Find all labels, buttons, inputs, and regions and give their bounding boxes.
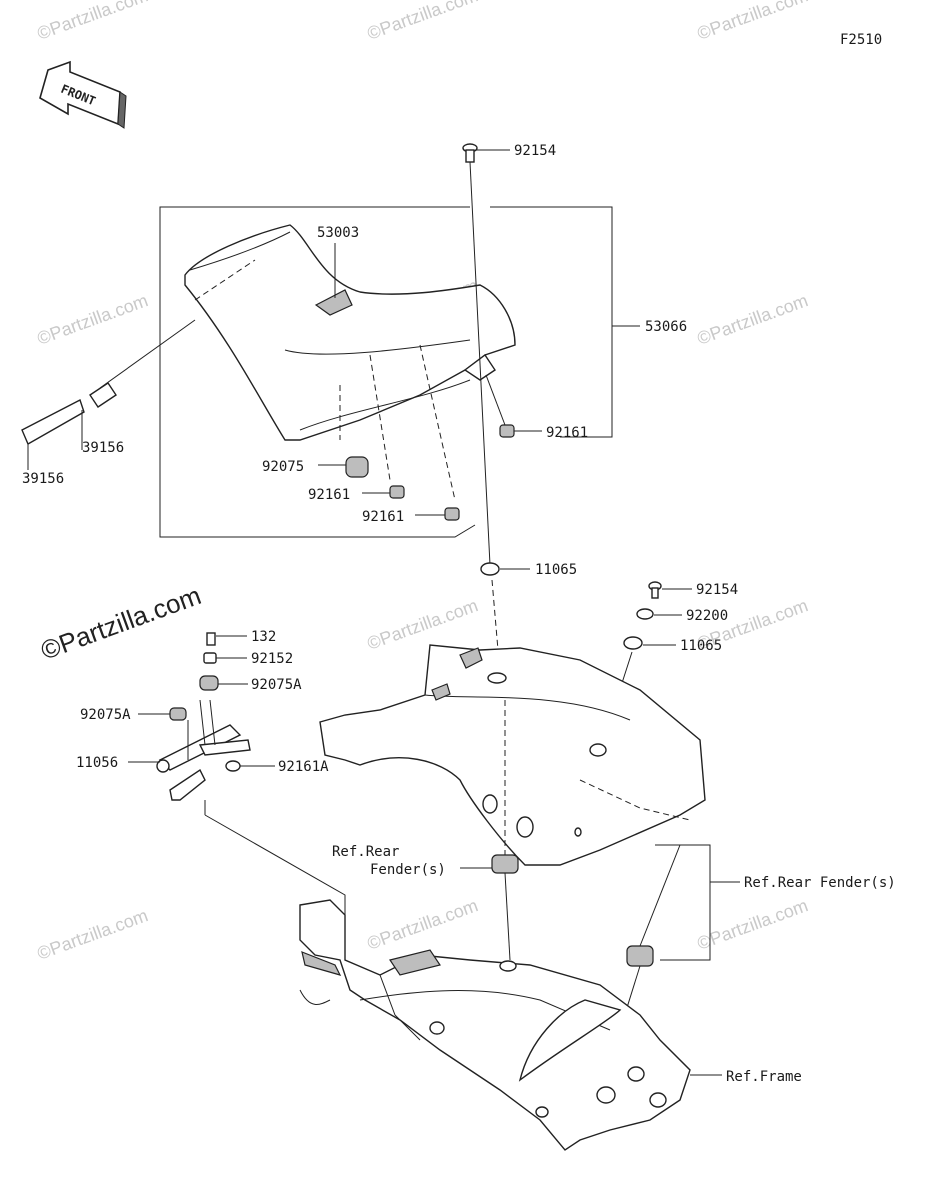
- label-92154-right: 92154: [696, 582, 738, 598]
- label-11056: 11056: [76, 755, 118, 771]
- nut-92161A: [225, 760, 275, 772]
- watermark: ©Partzilla.com: [365, 595, 481, 654]
- label-ref-frame: Ref.Frame: [726, 1069, 802, 1085]
- watermark: ©Partzilla.com: [365, 0, 481, 44]
- watermark-large: ©Partzilla.com: [37, 580, 205, 666]
- nut-92152: [203, 652, 247, 664]
- diagram-code: F2510: [840, 32, 882, 48]
- nut-92161-right: [485, 374, 542, 438]
- label-ref-rear-2: Fender(s): [370, 862, 446, 878]
- watermark: ©Partzilla.com: [695, 895, 811, 954]
- seat-assembly-bracket: [159, 206, 476, 538]
- watermark: ©Partzilla.com: [35, 290, 151, 349]
- ref-rear-fender-bracket: [655, 844, 711, 961]
- frame: [299, 899, 691, 1151]
- label-92075A-right: 92075A: [251, 677, 302, 693]
- watermark: ©Partzilla.com: [695, 290, 811, 349]
- label-39156-b: 39156: [22, 471, 64, 487]
- label-92161-right: 92161: [546, 425, 588, 441]
- part-labels: 92154 53003 53066 92161 39156 39156 9207…: [22, 143, 896, 1085]
- watermark: ©Partzilla.com: [35, 905, 151, 964]
- label-39156-a: 39156: [82, 440, 124, 456]
- nut-92161-low: [415, 507, 460, 521]
- bolt-92154-top: [462, 143, 510, 566]
- label-11065-top: 11065: [535, 562, 577, 578]
- grommet-92075: [318, 456, 369, 478]
- grommet-92075A-right: [199, 675, 248, 691]
- grommet-92075A-left: [138, 707, 187, 721]
- front-arrow-icon: FRONT: [39, 60, 127, 129]
- label-92200: 92200: [686, 608, 728, 624]
- seat-assembly-bracket-right: [490, 206, 613, 438]
- bracket-11056: [128, 699, 251, 801]
- collar-right: [619, 844, 681, 1031]
- washer-11065-top: [480, 562, 530, 651]
- label-53003: 53003: [317, 225, 359, 241]
- nut-92161-mid: [362, 485, 405, 499]
- label-92075: 92075: [262, 459, 304, 475]
- collar-center: [460, 700, 519, 961]
- label-11065-right: 11065: [680, 638, 722, 654]
- bolt-132: [206, 632, 247, 646]
- label-ref-rear-fender: Ref.Rear Fender(s): [744, 875, 896, 891]
- watermark: ©Partzilla.com: [365, 895, 481, 954]
- label-132: 132: [251, 629, 276, 645]
- label-92161A: 92161A: [278, 759, 329, 775]
- label-ref-rear-1: Ref.Rear: [332, 844, 399, 860]
- label-92075A-left: 92075A: [80, 707, 131, 723]
- label-92152: 92152: [251, 651, 293, 667]
- bolt-92154-right: [648, 581, 692, 599]
- watermark: ©Partzilla.com: [35, 0, 151, 44]
- watermarks: ©Partzilla.com ©Partzilla.com ©Partzilla…: [35, 0, 811, 964]
- strap-39156: [21, 319, 196, 470]
- washer-92200: [636, 608, 682, 620]
- label-92161-low: 92161: [362, 509, 404, 525]
- label-53066: 53066: [645, 319, 687, 335]
- label-92161-mid: 92161: [308, 487, 350, 503]
- rear-fender: [319, 644, 706, 866]
- label-92154-top: 92154: [514, 143, 556, 159]
- watermark: ©Partzilla.com: [695, 0, 811, 44]
